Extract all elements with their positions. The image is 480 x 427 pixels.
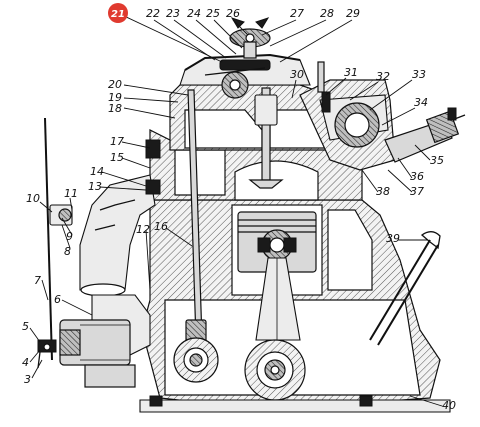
spark-plug [384, 107, 466, 163]
label-7: 7 [34, 274, 41, 287]
camshaft [173, 337, 219, 383]
label-11: 11 [64, 187, 78, 200]
label-36: 36 [410, 170, 424, 183]
label-14: 14 [90, 165, 104, 178]
label-30: 30 [290, 68, 304, 81]
label-17: 17 [110, 135, 124, 148]
label-35: 35 [430, 154, 444, 167]
label-10: 10 [26, 192, 40, 205]
label-34: 34 [414, 96, 428, 109]
dipstick [37, 117, 57, 369]
label-15: 15 [110, 151, 124, 164]
label-27: 27 [290, 7, 304, 20]
highlight-badge: 21 [108, 3, 128, 23]
label-22: 22 [146, 7, 160, 20]
label-8: 8 [64, 245, 71, 258]
intake-manifold [79, 174, 156, 297]
label-6: 6 [54, 293, 61, 306]
label-39: 39 [386, 232, 400, 245]
crankshaft [244, 339, 306, 401]
label-13: 13 [88, 180, 102, 193]
wing-nut-assembly [229, 17, 271, 59]
label-23: 23 [166, 7, 180, 20]
valves [248, 87, 284, 189]
label-32: 32 [376, 70, 390, 83]
callout-leaders [29, 15, 443, 407]
oil-pump-assembly [59, 294, 151, 388]
label-12: 12 [136, 223, 150, 236]
label-29: 29 [346, 7, 360, 20]
badge-label: 21 [111, 9, 125, 20]
label-9: 9 [66, 230, 73, 243]
label-18: 18 [108, 102, 122, 115]
label-20: 20 [108, 78, 122, 91]
rocker-cover [179, 53, 311, 99]
label-3: 3 [24, 373, 31, 386]
cylinder-head [169, 84, 331, 201]
label-26: 26 [226, 7, 240, 20]
label-38: 38 [376, 185, 390, 198]
label-40: 40 [442, 399, 456, 412]
label-19: 19 [108, 91, 122, 104]
label-4: 4 [22, 356, 29, 369]
label-33: 33 [412, 68, 426, 81]
label-28: 28 [320, 7, 334, 20]
label-5: 5 [22, 320, 29, 333]
badge-circle [108, 3, 128, 23]
connecting-rod [255, 257, 301, 341]
oil-filler-tube [369, 231, 441, 346]
label-31: 31 [344, 66, 358, 79]
callout-labels: 22 23 24 25 26 27 28 29 30 31 32 33 34 3… [22, 7, 456, 412]
label-37: 37 [410, 185, 424, 198]
label-24: 24 [187, 7, 201, 20]
label-25: 25 [206, 7, 220, 20]
exhaust-manifold [299, 61, 396, 171]
oil-pan [139, 395, 451, 413]
label-16: 16 [154, 220, 168, 233]
